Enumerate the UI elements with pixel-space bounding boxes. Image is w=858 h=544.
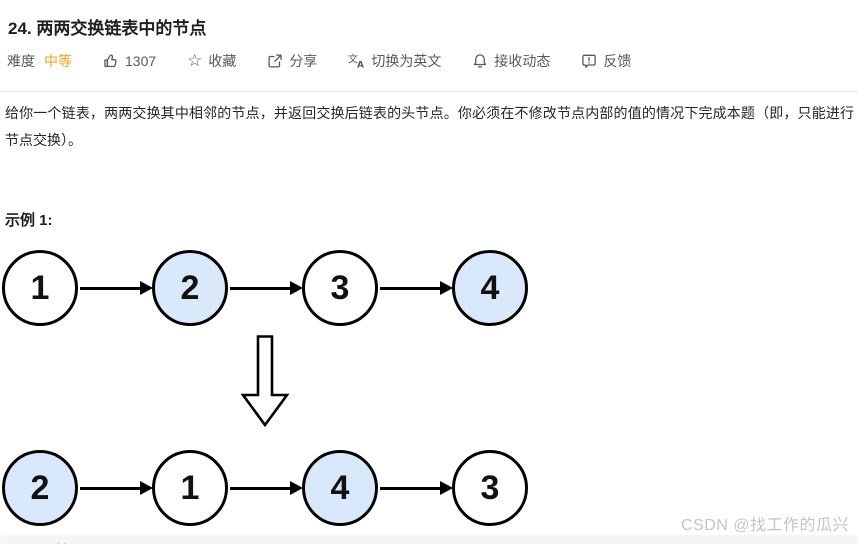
example-label: 示例 1:: [5, 212, 53, 229]
node-value: 1: [180, 468, 200, 507]
thumbs-up-icon: [103, 53, 119, 69]
feedback-icon: [581, 53, 597, 69]
list-node: 4: [302, 450, 378, 526]
switch-language-button[interactable]: 文 A 切换为英文: [348, 51, 441, 71]
down-arrow-icon: [240, 335, 290, 432]
like-count: 1307: [125, 53, 157, 69]
example-code-block: 输入：head = [1,2,3,4]: [0, 535, 858, 544]
node-value: 2: [30, 468, 50, 507]
difficulty-label: 难度: [7, 53, 35, 69]
list-node: 4: [452, 250, 528, 326]
list-node: 2: [2, 450, 78, 526]
next-pointer-arrow: [80, 481, 153, 495]
svg-text:A: A: [357, 61, 364, 70]
node-value: 4: [480, 268, 500, 307]
share-icon: [267, 53, 283, 69]
list-node: 1: [152, 450, 228, 526]
subscribe-label: 接收动态: [494, 53, 551, 69]
linked-list-after: 2 1 4 3: [0, 450, 560, 526]
list-node: 3: [452, 450, 528, 526]
divider: [0, 91, 858, 92]
difficulty: 难度 中等: [7, 51, 72, 71]
node-value: 2: [180, 268, 200, 307]
toolbar: 难度 中等 1307 ☆ 收藏 分享: [7, 51, 631, 71]
node-value: 4: [330, 468, 350, 507]
next-pointer-arrow: [80, 281, 153, 295]
next-pointer-arrow: [230, 481, 303, 495]
favorite-button[interactable]: ☆ 收藏: [187, 51, 236, 71]
bell-icon: [472, 53, 488, 69]
subscribe-button[interactable]: 接收动态: [472, 51, 550, 71]
node-value: 3: [480, 468, 500, 507]
node-value: 1: [30, 268, 50, 307]
share-label: 分享: [289, 53, 318, 69]
favorite-label: 收藏: [208, 53, 237, 69]
feedback-label: 反馈: [603, 53, 632, 69]
star-icon: ☆: [187, 51, 203, 70]
next-pointer-arrow: [380, 281, 453, 295]
feedback-button[interactable]: 反馈: [581, 51, 631, 71]
node-value: 3: [330, 268, 350, 307]
difficulty-badge: 中等: [44, 53, 72, 69]
translate-icon: 文 A: [348, 53, 365, 69]
list-node: 2: [152, 250, 228, 326]
watermark: CSDN @找工作的瓜兴: [680, 517, 849, 534]
problem-description: 给你一个链表，两两交换其中相邻的节点，并返回交换后链表的头节点。你必须在不修改节…: [5, 105, 854, 148]
share-button[interactable]: 分享: [267, 51, 317, 71]
next-pointer-arrow: [230, 281, 303, 295]
list-node: 3: [302, 250, 378, 326]
problem-title: 24. 两两交换链表中的节点: [8, 19, 207, 38]
like-button[interactable]: 1307: [103, 53, 156, 69]
list-node: 1: [2, 250, 78, 326]
linked-list-before: 1 2 3 4: [0, 250, 560, 326]
switch-language-label: 切换为英文: [371, 53, 442, 69]
svg-text:文: 文: [348, 53, 358, 66]
next-pointer-arrow: [380, 481, 453, 495]
